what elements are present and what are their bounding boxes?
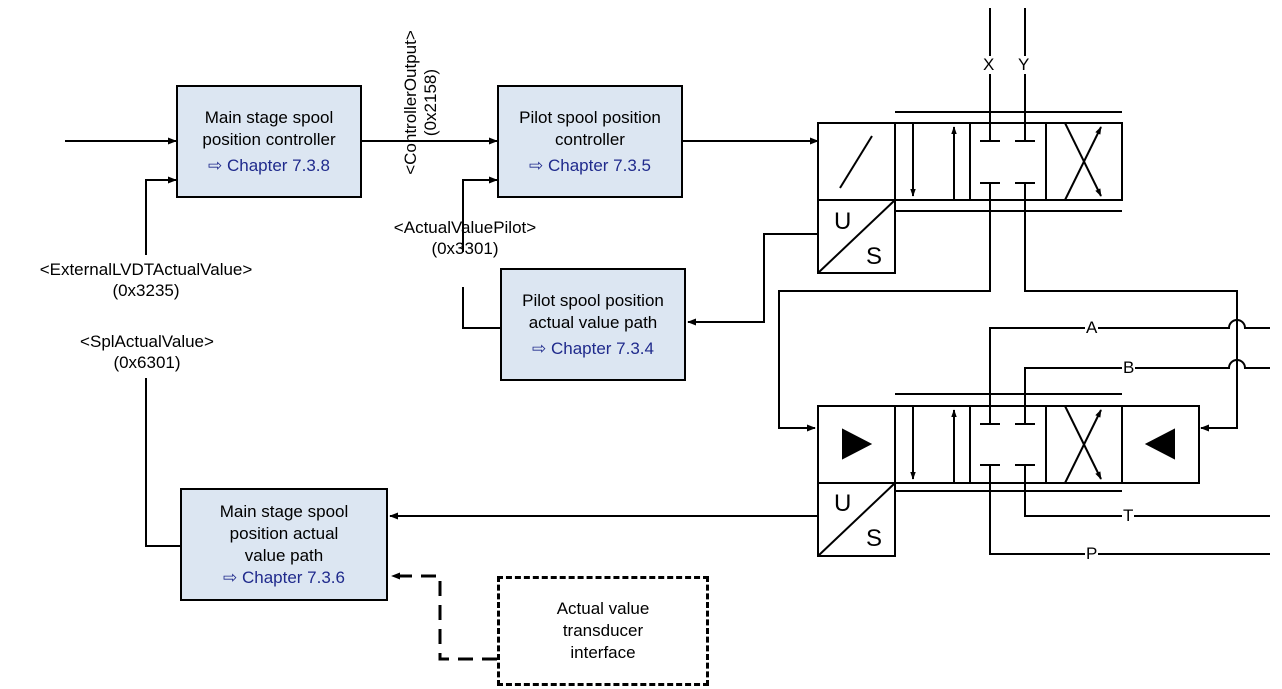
port-p-line <box>989 483 1270 555</box>
main-transducer-u-label: U <box>834 490 852 517</box>
block-title-line-1: Main stage spool <box>219 501 349 521</box>
pilot-valve <box>817 8 1123 274</box>
port-a-line <box>989 319 1270 406</box>
spl-actual-feedback-line <box>145 378 180 547</box>
pilot-line-to-left-chamber <box>778 200 991 432</box>
block-title-line-1: Actual value <box>556 599 650 618</box>
chapter-reference-link[interactable]: ⇨ Chapter 7.3.6 <box>223 567 345 587</box>
main-stage-spool-position-controller: Main stage spool position controller ⇨ C… <box>176 85 362 198</box>
block-title-line-2: controller <box>555 129 625 149</box>
pilot-transducer-u-label: U <box>834 208 852 235</box>
external-lvdt-label: <ExternalLVDTActualValue> (0x3235) <box>4 259 288 301</box>
pilot-spool-position-controller: Pilot spool position controller ⇨ Chapte… <box>497 85 683 198</box>
chapter-reference-link[interactable]: ⇨ Chapter 7.3.4 <box>532 338 654 358</box>
controller-output-index: (0x2158) <box>421 68 440 137</box>
pilot-spool-position-actual-value-path: Pilot spool position actual value path ⇨… <box>500 268 686 381</box>
chapter-reference-link[interactable]: ⇨ Chapter 7.3.5 <box>529 155 651 175</box>
block-title-line-3: value path <box>244 545 324 565</box>
spl-actual-value-name: <SplActualValue> <box>80 332 214 351</box>
block-title-line-2: actual value path <box>528 312 658 332</box>
block-title-line-2: position controller <box>202 129 336 149</box>
main-transducer-s-label: S <box>866 525 883 552</box>
external-lvdt-name: <ExternalLVDTActualValue> <box>39 260 253 279</box>
controller-output-name: <ControllerOutput> <box>401 30 420 175</box>
port-y-label: Y <box>1017 55 1031 74</box>
spl-actual-value-index: (0x6301) <box>113 353 181 372</box>
pilot-actual-feedback-line <box>462 287 500 329</box>
block-title-line-2: transducer <box>562 621 644 640</box>
external-lvdt-feedback-line <box>145 176 177 255</box>
block-title-line-1: Pilot spool position <box>519 107 661 127</box>
port-t-label: T <box>1122 506 1135 525</box>
spl-actual-value-label: <SplActualValue> (0x6301) <box>47 331 247 373</box>
actual-value-pilot-name: <ActualValuePilot> <box>393 218 537 237</box>
port-b-label: B <box>1122 358 1136 377</box>
actual-value-transducer-interface: Actual value transducer interface <box>497 576 709 686</box>
block-title-line-1: Pilot spool position <box>522 290 664 310</box>
port-a-label: A <box>1085 318 1099 337</box>
block-title-line-3: interface <box>570 643 636 662</box>
external-lvdt-index: (0x3235) <box>112 281 180 300</box>
actual-value-pilot-label: <ActualValuePilot> (0x3301) <box>365 217 565 259</box>
actual-value-pilot-line <box>462 176 498 252</box>
main-stage-spool-position-actual-value-path: Main stage spool position actual value p… <box>180 488 388 601</box>
pilot-transducer-line <box>687 233 818 326</box>
actual-value-pilot-index: (0x3301) <box>431 239 499 258</box>
block-title-line-2: position actual <box>229 523 339 543</box>
chapter-reference-link[interactable]: ⇨ Chapter 7.3.8 <box>208 155 330 175</box>
pilot-transducer-s-label: S <box>866 243 883 270</box>
port-p-label: P <box>1085 544 1099 563</box>
block-title-line-1: Main stage spool <box>204 107 334 127</box>
controller-output-label: <ControllerOutput> (0x2158) <box>401 5 441 200</box>
port-t-line <box>1024 483 1270 517</box>
port-x-label: X <box>982 55 996 74</box>
port-b-line <box>1024 359 1270 406</box>
main-valve <box>817 393 1200 557</box>
pilot-line-to-right-chamber <box>1024 200 1238 432</box>
transducer-interface-link <box>391 572 497 661</box>
